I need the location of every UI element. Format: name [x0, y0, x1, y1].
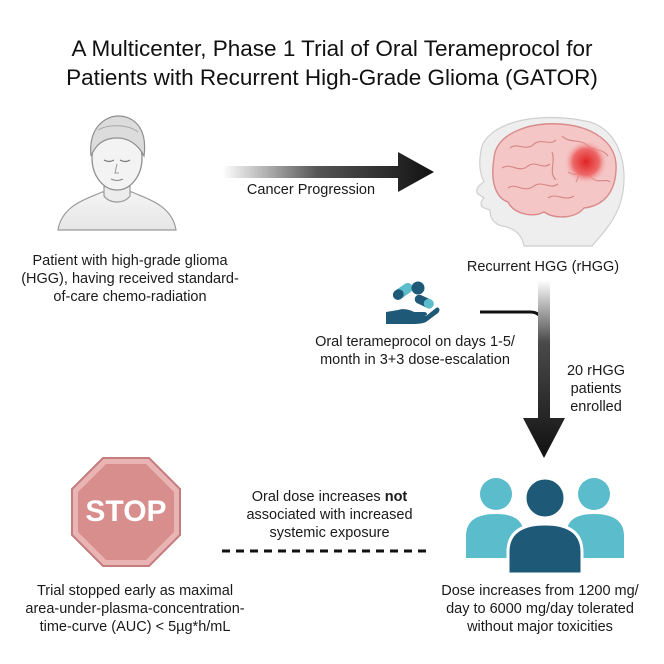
patient-head-icon	[57, 115, 177, 231]
enrollment-arrow	[480, 280, 565, 458]
patient-group-icon	[466, 476, 624, 576]
progression-arrow	[222, 152, 434, 192]
page-title: A Multicenter, Phase 1 Trial of Oral Ter…	[0, 34, 664, 92]
treatment-caption: Oral terameprocol on days 1-5/ month in …	[315, 334, 515, 368]
recurrent-caption: Recurrent HGG (rHGG)	[466, 259, 620, 275]
stop-sign-icon: STOP	[71, 457, 181, 567]
progression-label: Cancer Progression	[246, 182, 376, 198]
group-caption: Dose increases from 1200 mg/ day to 6000…	[441, 583, 639, 635]
dashed-connector	[222, 549, 430, 553]
title-line-2: Patients with Recurrent High-Grade Gliom…	[66, 65, 598, 90]
exposure-caption: Oral dose increases not associated with …	[246, 489, 413, 541]
stop-sign-text: STOP	[85, 495, 166, 528]
stop-caption: Trial stopped early as maximal area-unde…	[25, 583, 245, 635]
title-line-1: A Multicenter, Phase 1 Trial of Oral Ter…	[71, 36, 593, 61]
brain-tumor-icon	[476, 116, 625, 247]
pill-hand-icon	[386, 281, 440, 324]
enrolled-label: 20 rHGG patients enrolled	[566, 363, 625, 415]
patient-caption: Patient with high-grade glioma (HGG), ha…	[21, 253, 239, 305]
